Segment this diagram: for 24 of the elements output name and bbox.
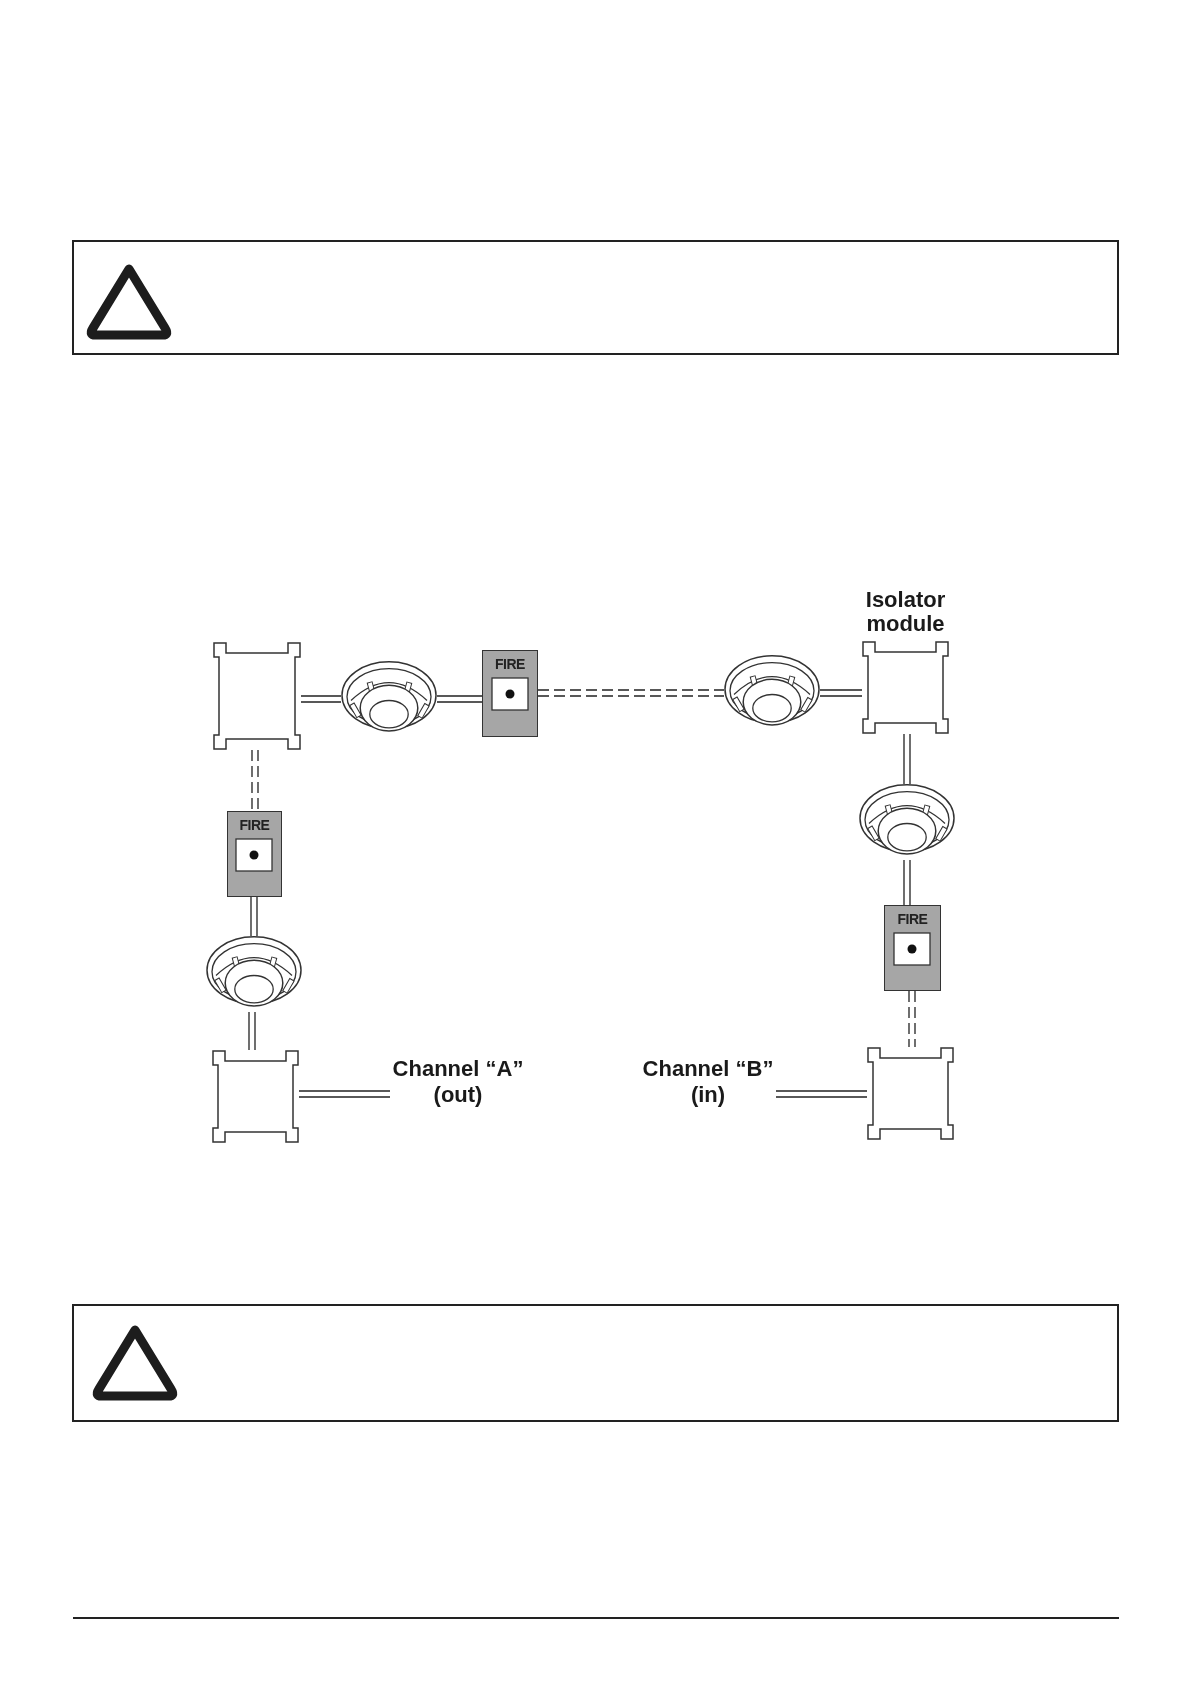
module-label: Isolator module	[864, 588, 947, 636]
isolator-module-drawing	[867, 1047, 954, 1140]
call-point-label: FIRE	[896, 911, 929, 927]
cable-line	[819, 689, 863, 697]
cable-line	[248, 1011, 256, 1051]
channel-label: Channel “A” (out)	[390, 1056, 526, 1108]
cable-line	[250, 896, 258, 937]
manual-call-point	[227, 811, 282, 897]
cable-line	[908, 990, 916, 1048]
call-point-label: FIRE	[238, 817, 271, 833]
call-point-label: FIRE	[494, 656, 526, 672]
isolator-module-drawing	[212, 1050, 299, 1143]
cable-line	[251, 749, 259, 812]
cable-line	[903, 733, 911, 785]
cable-line	[436, 695, 483, 703]
cable-line	[775, 1090, 868, 1098]
manual-call-point	[884, 905, 941, 991]
cable-line	[903, 859, 911, 906]
cable-line	[537, 689, 725, 697]
isolator-module-drawing	[213, 642, 301, 750]
channel-label: Channel “B” (in)	[640, 1056, 776, 1108]
cable-line	[300, 695, 342, 703]
cable-line	[298, 1090, 391, 1098]
manual-call-point	[482, 650, 538, 737]
